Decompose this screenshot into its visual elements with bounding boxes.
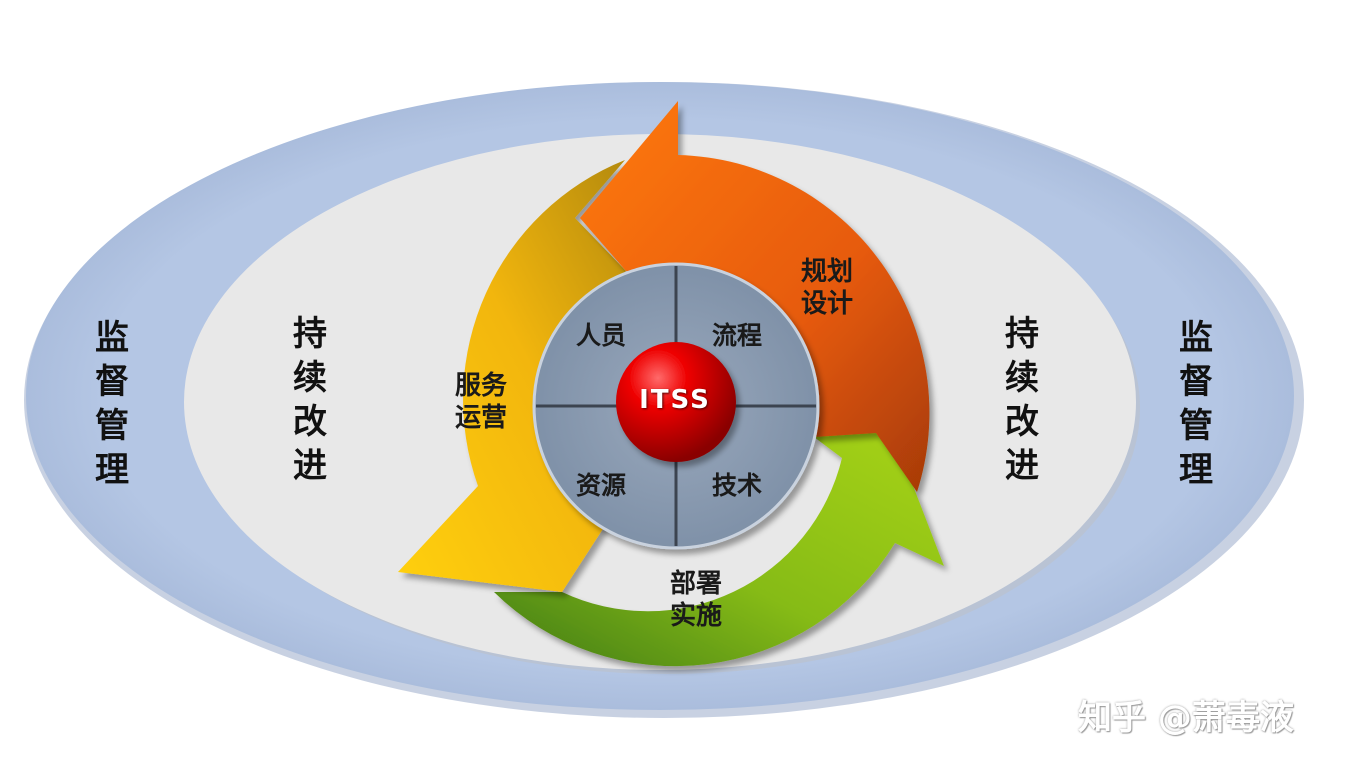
core-technology-label: 技术 [711,471,762,500]
inner-left-char: 改 [293,402,327,442]
outer-right-char: 理 [1179,450,1213,490]
core-people-label: 人员 [575,321,626,350]
inner-right-label: 持 续 改 进 [992,312,1052,488]
outer-left-char: 监 [95,318,129,358]
center-sphere [616,342,736,462]
watermark: 知乎 @萧毒液 [1078,698,1294,738]
planning-label: 规划 设计 [772,256,882,320]
deployment-line: 部署 [669,569,722,599]
core-resources-label: 资源 [575,471,626,500]
outer-left-char: 理 [95,450,129,490]
inner-left-label: 持 续 改 进 [280,312,340,488]
operation-line: 运营 [454,403,507,433]
outer-right-char: 督 [1179,362,1213,402]
outer-left-char: 督 [95,362,129,402]
outer-left-label: 监 督 管 理 [82,316,142,492]
itss-center-label: ITSS [639,385,711,415]
operation-label: 服务 运营 [426,370,536,434]
inner-right-char: 进 [1005,446,1039,486]
inner-right-char: 续 [1005,358,1039,398]
outer-right-label: 监 督 管 理 [1166,316,1226,492]
inner-left-char: 持 [293,314,327,354]
inner-left-char: 续 [293,358,327,398]
operation-line: 服务 [454,371,507,401]
inner-left-char: 进 [293,446,327,486]
outer-right-char: 管 [1179,406,1213,446]
planning-line: 设计 [800,289,853,319]
inner-right-char: 持 [1005,314,1039,354]
inner-right-char: 改 [1005,402,1039,442]
deployment-arrow [494,426,944,667]
deployment-label: 部署 实施 [641,568,751,632]
outer-left-char: 管 [95,406,129,446]
deployment-line: 实施 [669,601,722,631]
planning-line: 规划 [800,257,853,287]
core-process-label: 流程 [711,321,762,350]
outer-right-char: 监 [1179,318,1213,358]
